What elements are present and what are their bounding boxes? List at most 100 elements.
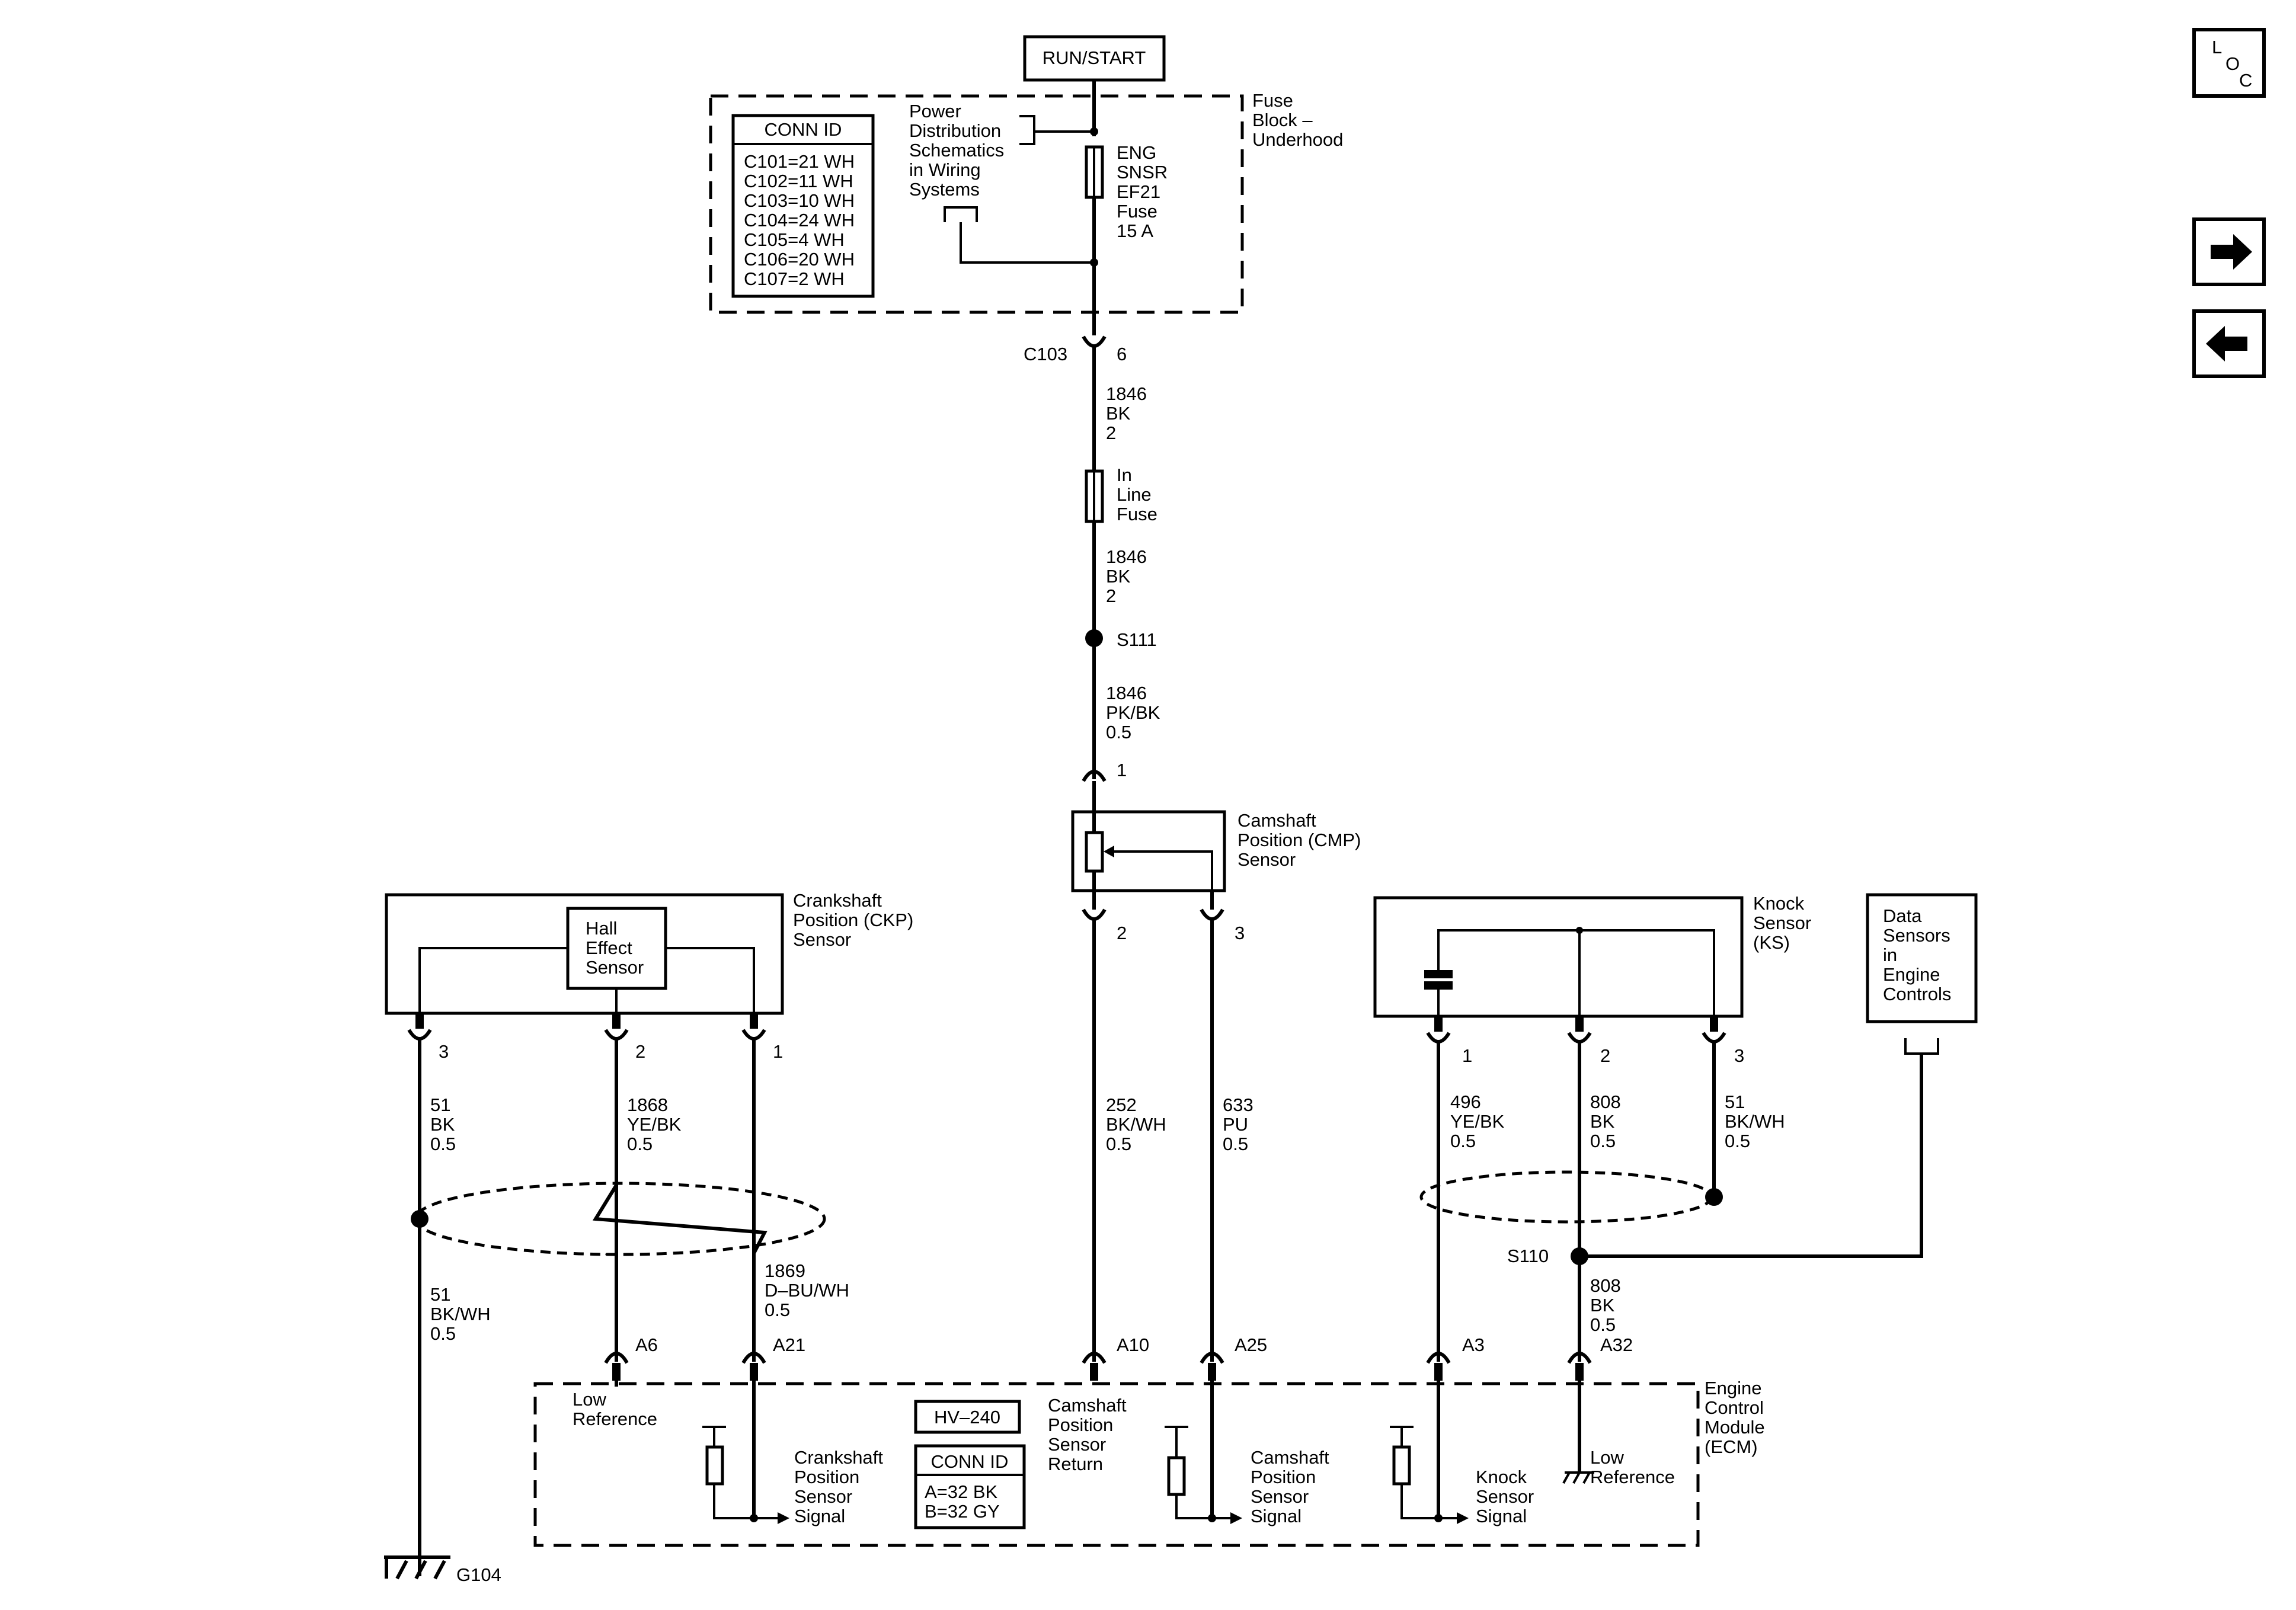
svg-text:HV–240: HV–240: [934, 1407, 1000, 1427]
svg-text:D–BU/WH: D–BU/WH: [765, 1280, 849, 1301]
power-source-box: RUN/START: [1023, 35, 1166, 82]
svg-text:PK/BK: PK/BK: [1106, 702, 1160, 723]
svg-text:Signal: Signal: [794, 1506, 845, 1526]
svg-text:BK/WH: BK/WH: [1725, 1111, 1785, 1132]
svg-text:1868: 1868: [627, 1094, 668, 1115]
svg-text:1846: 1846: [1106, 546, 1147, 567]
svg-text:Position: Position: [794, 1467, 859, 1487]
power-distribution-reference: Power Distribution Schematics in Wiring …: [909, 101, 1094, 264]
svg-text:1846: 1846: [1106, 383, 1147, 404]
knock-sensor: Knock Sensor (KS) 1 2 3: [1373, 893, 1811, 1066]
wire-label-ckp-pin1: 1869 D–BU/WH 0.5: [765, 1260, 849, 1320]
svg-text:BK: BK: [1106, 566, 1131, 587]
svg-text:Position: Position: [1251, 1467, 1316, 1487]
svg-text:252: 252: [1106, 1094, 1137, 1115]
svg-text:3: 3: [1235, 923, 1245, 943]
svg-text:Sensor: Sensor: [793, 929, 851, 950]
svg-text:3: 3: [439, 1041, 449, 1062]
svg-text:BK: BK: [430, 1114, 455, 1135]
svg-text:Low: Low: [1590, 1447, 1624, 1468]
svg-text:Controls: Controls: [1883, 984, 1951, 1004]
cmp-sensor: 1 Camshaft Position (CMP) Sensor 2 3: [1071, 760, 1361, 943]
svg-text:51: 51: [430, 1094, 450, 1115]
svg-text:Sensor: Sensor: [1048, 1434, 1106, 1455]
svg-text:0.5: 0.5: [627, 1134, 653, 1154]
connector-c103: C103 6: [1024, 335, 1127, 364]
svg-text:496: 496: [1450, 1092, 1481, 1112]
svg-text:Block –: Block –: [1252, 110, 1313, 130]
svg-text:in: in: [1883, 945, 1897, 965]
svg-text:0.5: 0.5: [1106, 722, 1131, 742]
svg-text:Reference: Reference: [1590, 1467, 1675, 1487]
svg-text:51: 51: [430, 1284, 450, 1305]
svg-text:808: 808: [1590, 1275, 1621, 1296]
svg-text:Signal: Signal: [1251, 1506, 1302, 1526]
svg-text:Sensor: Sensor: [1237, 849, 1296, 870]
svg-text:Data: Data: [1883, 905, 1922, 926]
svg-text:1: 1: [773, 1041, 783, 1062]
svg-text:0.5: 0.5: [765, 1299, 790, 1320]
svg-text:3: 3: [1734, 1045, 1744, 1066]
loc-button[interactable]: L O C: [2192, 28, 2266, 98]
svg-text:Low: Low: [573, 1389, 606, 1410]
next-page-button[interactable]: [2192, 217, 2266, 286]
svg-text:Sensor: Sensor: [1753, 913, 1811, 933]
right-arrow-icon: [2211, 234, 2252, 270]
svg-text:0.5: 0.5: [1223, 1134, 1248, 1154]
ecm-cmp-return: Camshaft Position Sensor Return: [1048, 1395, 1127, 1474]
wire-label-ckp-pin2: 1868 YE/BK 0.5: [627, 1094, 682, 1154]
wire-label-cmp-return: 252 BK/WH 0.5: [1106, 1094, 1166, 1154]
svg-text:6: 6: [1117, 344, 1127, 364]
svg-text:0.5: 0.5: [430, 1134, 456, 1154]
ecm-low-reference-right: Low Reference: [1562, 1381, 1675, 1487]
wire-label-ks-pin1: 496 YE/BK 0.5: [1450, 1092, 1505, 1151]
ecm-ckp-signal-circuit: Crankshaft Position Sensor Signal: [702, 1381, 883, 1526]
ecm-voltage-code: HV–240: [914, 1400, 1021, 1434]
svg-text:Power: Power: [909, 101, 961, 121]
svg-text:2: 2: [1106, 585, 1116, 606]
svg-text:PU: PU: [1223, 1114, 1248, 1135]
wire-label-mid: 1846 BK 2: [1106, 546, 1147, 606]
ecm-outline: [533, 1382, 1700, 1547]
svg-text:Underhood: Underhood: [1252, 129, 1343, 150]
svg-text:Return: Return: [1048, 1454, 1103, 1474]
svg-text:C107=2 WH: C107=2 WH: [744, 268, 845, 289]
ckp-sensor: Hall Effect Sensor Crankshaft Position (…: [385, 890, 913, 1062]
svg-text:C: C: [2239, 70, 2252, 91]
svg-text:Control: Control: [1705, 1397, 1764, 1418]
wire-label-ckp-pin3: 51 BK 0.5: [430, 1094, 456, 1154]
svg-text:Sensor: Sensor: [1476, 1486, 1534, 1507]
svg-text:Knock: Knock: [1476, 1467, 1527, 1487]
svg-text:1: 1: [1117, 760, 1127, 780]
svg-text:C106=20 WH: C106=20 WH: [744, 249, 855, 270]
svg-text:1: 1: [1462, 1045, 1472, 1066]
svg-text:2: 2: [635, 1041, 645, 1062]
svg-text:In: In: [1117, 465, 1132, 485]
svg-text:0.5: 0.5: [1725, 1131, 1750, 1151]
data-sensors-reference: Data Sensors in Engine Controls: [1866, 893, 1978, 1055]
svg-text:Position (CMP): Position (CMP): [1237, 830, 1361, 850]
svg-text:1846: 1846: [1106, 683, 1147, 703]
svg-text:Camshaft: Camshaft: [1048, 1395, 1127, 1416]
svg-text:Position: Position: [1048, 1414, 1113, 1435]
svg-text:CONN ID: CONN ID: [931, 1451, 1009, 1472]
svg-text:BK: BK: [1590, 1295, 1615, 1315]
power-source-label: RUN/START: [1043, 47, 1146, 68]
svg-text:Engine: Engine: [1705, 1378, 1762, 1398]
svg-text:O: O: [2225, 53, 2240, 74]
previous-page-button[interactable]: [2192, 309, 2266, 378]
fuse-ef21: ENG SNSR EF21 Fuse 15 A: [1085, 142, 1168, 241]
svg-text:BK: BK: [1590, 1111, 1615, 1132]
svg-text:G104: G104: [456, 1564, 501, 1585]
svg-text:ENG: ENG: [1117, 142, 1156, 163]
fuse-block-name: Fuse Block – Underhood: [1252, 90, 1343, 150]
svg-text:Line: Line: [1117, 484, 1152, 505]
knock-shield: [1419, 1170, 1713, 1224]
svg-text:YE/BK: YE/BK: [1450, 1111, 1505, 1132]
svg-text:2: 2: [1106, 422, 1116, 443]
svg-text:BK/WH: BK/WH: [1106, 1114, 1166, 1135]
wire-label-top: 1846 BK 2: [1106, 383, 1147, 443]
svg-text:A3: A3: [1462, 1334, 1485, 1355]
svg-text:L: L: [2212, 37, 2222, 57]
